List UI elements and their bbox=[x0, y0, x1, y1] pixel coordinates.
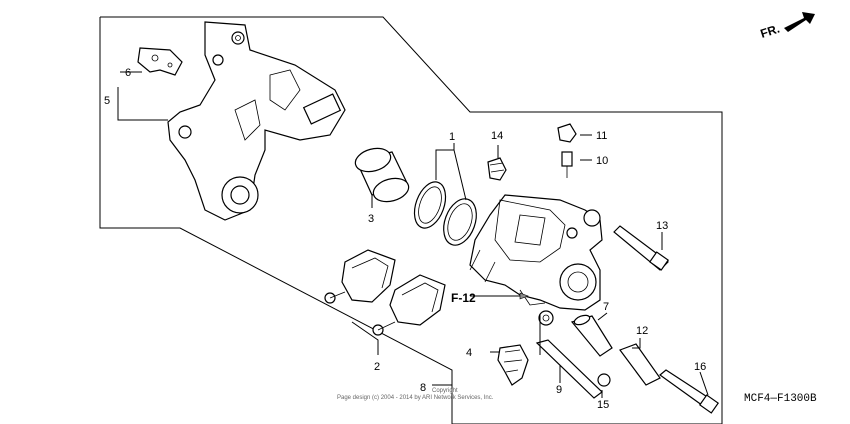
brake-pad-set bbox=[324, 249, 446, 336]
bleeder-screw-cap bbox=[557, 123, 577, 143]
callout-15: 15 bbox=[597, 399, 609, 411]
callout-16: 16 bbox=[694, 361, 706, 373]
f12-arrowhead bbox=[519, 292, 529, 300]
callout-leaders bbox=[117, 71, 709, 398]
copyright-line-2: Page design (c) 2004 - 2014 by ARI Netwo… bbox=[337, 395, 494, 401]
small-rubber-ring bbox=[538, 310, 554, 326]
piston-seal-set bbox=[413, 181, 477, 246]
slide-pin-boot bbox=[570, 314, 613, 357]
callout-1: 1 bbox=[449, 131, 455, 143]
callout-3: 3 bbox=[368, 213, 374, 225]
callout-4: 4 bbox=[466, 347, 472, 359]
callout-6: 6 bbox=[125, 67, 131, 79]
caliper-piston bbox=[354, 147, 410, 203]
callout-f12: F-12 bbox=[451, 291, 476, 305]
front-arrow-icon bbox=[784, 12, 815, 32]
callout-13: 13 bbox=[656, 220, 668, 232]
pad-spring bbox=[497, 344, 529, 386]
front-direction-marker: FR. bbox=[759, 12, 815, 41]
pin-bolt-sleeve bbox=[619, 343, 661, 386]
caliper-body bbox=[469, 194, 603, 311]
callout-12: 12 bbox=[636, 325, 648, 337]
slide-pin-plug bbox=[597, 373, 611, 387]
callout-10: 10 bbox=[596, 155, 608, 167]
bleeder-cap bbox=[487, 157, 507, 181]
callout-2: 2 bbox=[374, 361, 380, 373]
diagram-code: MCF4—F1300B bbox=[744, 393, 817, 405]
caliper-bracket bbox=[167, 21, 346, 221]
bleeder-screw bbox=[561, 151, 573, 178]
callout-14: 14 bbox=[491, 130, 503, 142]
callout-9: 9 bbox=[556, 384, 562, 396]
pad-pin bbox=[535, 339, 603, 399]
front-marker-label: FR. bbox=[759, 22, 782, 41]
assembly-outline bbox=[99, 16, 723, 424]
caliper-mounting-bolt bbox=[613, 225, 670, 271]
callout-8: 8 bbox=[420, 382, 426, 394]
callout-11: 11 bbox=[596, 130, 607, 142]
copyright-line-1: Copyright bbox=[432, 388, 458, 394]
caliper-bolt bbox=[659, 369, 720, 414]
callout-5: 5 bbox=[104, 95, 110, 107]
pad-retainer-clip bbox=[137, 47, 183, 76]
callout-7: 7 bbox=[603, 301, 609, 313]
